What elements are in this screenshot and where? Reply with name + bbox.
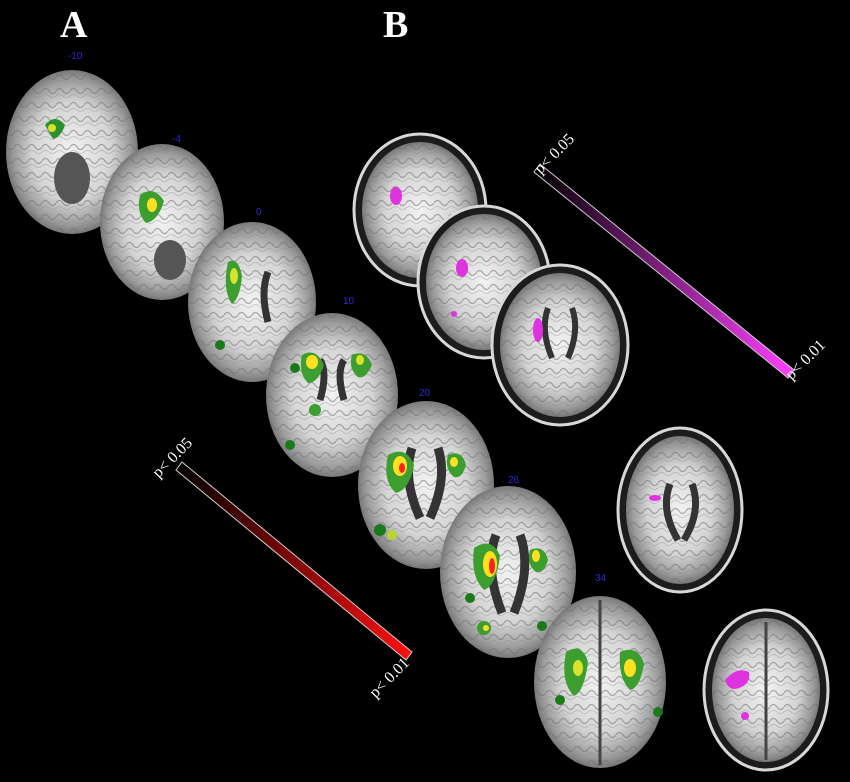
brain-slice-b-4: [616, 426, 744, 594]
slice-label-6: 26: [508, 475, 520, 486]
panel-b-slices: [352, 132, 830, 772]
brain-slice-b-5: [702, 608, 830, 772]
panel-a-slices: [6, 70, 666, 768]
panel-a-colorbar: [175, 461, 413, 661]
slice-label-2: -4: [172, 134, 181, 145]
slice-label-7: 34: [595, 573, 607, 584]
panel-a-label: A: [60, 4, 88, 46]
slice-label-4: 10: [343, 296, 355, 307]
brain-slice-a-4: [266, 313, 398, 477]
panel-b-colorbar: [533, 163, 795, 379]
colorbar-red: [175, 461, 413, 661]
brain-slice-a-7: [534, 596, 666, 768]
panel-b-label: B: [383, 4, 409, 46]
brain-slice-b-3: [490, 263, 630, 427]
colorbar-magenta: [533, 163, 795, 379]
slice-label-5: 20: [419, 388, 431, 399]
brain-slice-a-2: [100, 144, 224, 300]
slice-label-1: -10: [68, 51, 83, 62]
brain-slice-a-6: [440, 486, 576, 658]
slice-label-3: 0: [256, 207, 262, 218]
